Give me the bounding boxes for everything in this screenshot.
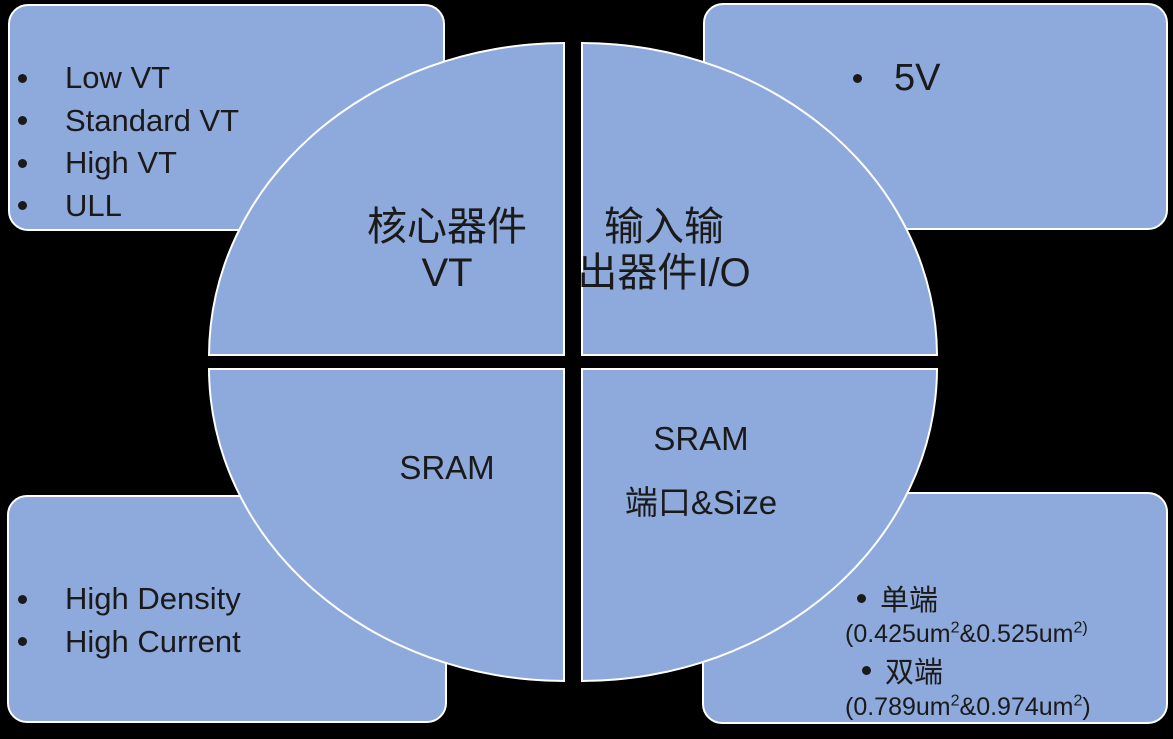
quadrant-title-line: VT <box>421 251 473 295</box>
size-text: &0.525um <box>959 620 1074 648</box>
list-item: High VT <box>18 142 239 185</box>
size-text: (0.789um <box>845 693 951 721</box>
superscript: 2) <box>1073 619 1088 637</box>
list-item-label: 5V <box>894 56 941 99</box>
size-text: &0.974um <box>959 693 1074 721</box>
bullet-icon <box>853 73 862 83</box>
quadrant-title-line: 输入输 <box>604 205 724 249</box>
size-text: (0.425um <box>845 620 951 648</box>
quadrant-title-io: 输入输 出器件I/O <box>577 204 750 296</box>
io-voltage-item: 5V <box>853 55 940 101</box>
bullet-icon <box>18 158 27 168</box>
bullet-icon <box>857 593 866 603</box>
quadrant-title-line: 核心器件 <box>367 205 527 249</box>
quadrant-title-line: 出器件I/O <box>577 251 751 295</box>
list-item-label: ULL <box>65 187 122 223</box>
list-item-label: Standard VT <box>65 102 240 138</box>
list-item: High Current <box>18 621 241 664</box>
superscript: 2 <box>950 692 960 710</box>
list-item: ULL <box>18 185 239 228</box>
bullet-icon <box>18 594 27 604</box>
size-text: ) <box>1082 693 1091 721</box>
list-item-label: High Density <box>65 581 241 617</box>
quadrant-title-line: 端口&Size <box>624 484 778 521</box>
list-item: Low VT <box>18 57 239 100</box>
list-item-label: 单端 <box>880 585 939 617</box>
quadrant-title-line: SRAM <box>653 420 749 457</box>
bullet-icon <box>18 637 27 647</box>
sram-single-size-note: (0.425um2&0.525um2) <box>845 620 1088 649</box>
list-item-label: High Current <box>65 623 241 659</box>
superscript: 2 <box>1073 692 1083 710</box>
list-item: Standard VT <box>18 100 239 143</box>
sram-dual-size-note: (0.789um2&0.974um2) <box>845 693 1091 722</box>
core-vt-options-list: Low VT Standard VT High VT ULL <box>18 57 239 227</box>
quadrant-title-line: SRAM <box>399 449 495 486</box>
bullet-icon <box>18 201 27 211</box>
sram-port-dual-item: 双端 <box>862 652 944 689</box>
list-item-label: High VT <box>65 145 177 181</box>
sram-options-list: High Density High Current <box>18 578 241 663</box>
quadrant-title-sram-size-line1: SRAM <box>653 419 748 459</box>
list-item-label: 双端 <box>885 657 944 689</box>
superscript: 2 <box>950 619 960 637</box>
bullet-icon <box>18 116 27 126</box>
quadrant-title-core-vt: 核心器件 VT <box>367 204 527 296</box>
bullet-icon <box>862 665 871 675</box>
sram-port-single-item: 单端 <box>857 580 939 617</box>
list-item-label: Low VT <box>65 60 171 96</box>
bullet-icon <box>18 73 27 83</box>
quadrant-title-sram-size-line2: 端口&Size <box>625 483 777 523</box>
list-item: High Density <box>18 578 241 621</box>
quadrant-title-sram: SRAM <box>399 448 494 488</box>
